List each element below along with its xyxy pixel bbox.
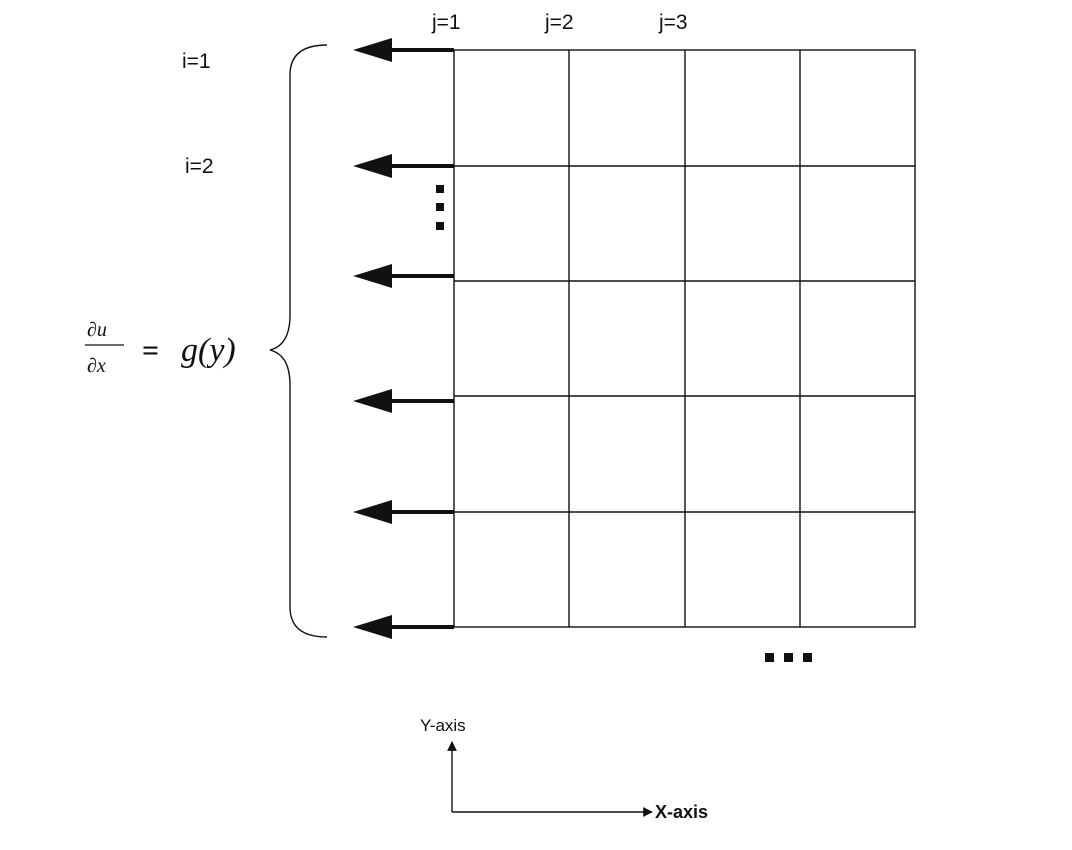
arrow-left-icon [353, 154, 454, 178]
boundary-arrows [353, 38, 454, 639]
column-label-j2: j=2 [544, 11, 574, 34]
grid [453, 49, 916, 628]
horizontal-ellipsis-icon [765, 653, 812, 662]
y-axis-label: Y-axis [420, 716, 466, 735]
axis-indicator: Y-axis X-axis [420, 716, 708, 822]
equals-operator: = [142, 334, 159, 367]
column-label-j1: j=1 [431, 11, 461, 34]
arrow-left-icon [353, 38, 454, 62]
row-label-i1: i=1 [182, 50, 211, 73]
boundary-condition-formula: ∂u ∂x = g(y) [85, 319, 236, 377]
g-of-y: g(y) [181, 332, 236, 369]
row-label-i2: i=2 [185, 155, 214, 178]
arrow-left-icon [353, 264, 454, 288]
partial-x-denominator: ∂x [87, 355, 106, 377]
x-axis-label: X-axis [655, 802, 708, 822]
arrow-left-icon [353, 615, 454, 639]
arrow-left-icon [353, 500, 454, 524]
arrow-left-icon [353, 389, 454, 413]
vertical-ellipsis-icon [436, 185, 444, 230]
curly-brace-icon [269, 44, 328, 638]
partial-u-numerator: ∂u [87, 319, 107, 341]
column-label-j3: j=3 [658, 11, 688, 34]
